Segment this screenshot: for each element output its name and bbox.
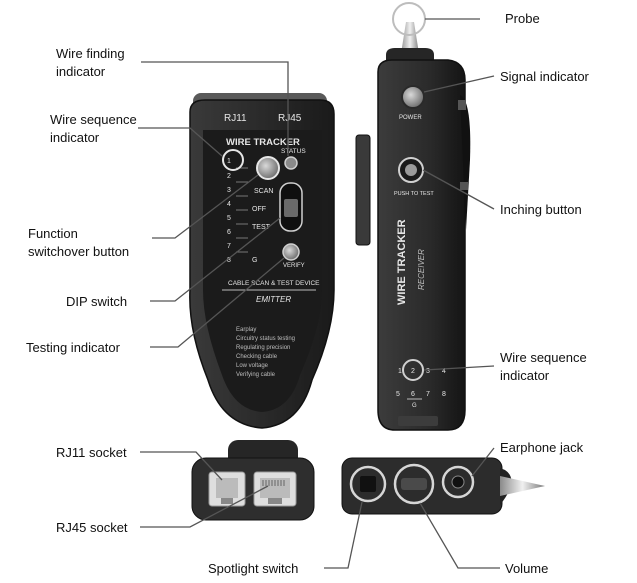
receiver-power-label: POWER <box>399 115 422 121</box>
receiver-body <box>377 59 466 431</box>
receiver-number-7: 7 <box>426 391 430 398</box>
label-dip-switch: DIP switch <box>66 294 127 309</box>
wire-finding-led <box>284 156 298 170</box>
emitter-scan-label: SCAN <box>254 188 273 195</box>
leader-lines <box>138 18 500 569</box>
emitter-number-7: 7 <box>227 243 231 250</box>
emitter-function-5: Low voltage <box>236 363 269 369</box>
label-inching-button: Inching button <box>500 202 582 217</box>
testing-led <box>282 243 300 261</box>
label-probe: Probe <box>505 11 540 26</box>
emitter-verify-label: VERIFY <box>283 263 305 269</box>
emitter-led-column: 1 2 3 4 5 6 7 8 G <box>227 158 257 264</box>
emitter-g-label: G <box>252 257 257 264</box>
label-function-switchover-1: Function <box>28 226 78 241</box>
label-wire-finding-2: indicator <box>56 64 106 79</box>
emitter-function-1: Earplay <box>236 327 256 333</box>
receiver-side-ridge <box>460 95 471 230</box>
earphone-jack[interactable] <box>441 465 475 499</box>
receiver-wire-sequence-ring <box>402 359 424 381</box>
volume-control[interactable] <box>393 463 435 505</box>
emitter-number-3: 3 <box>227 187 231 194</box>
label-wire-sequence-left-1: Wire sequence <box>50 112 137 127</box>
label-wire-sequence-right-2: indicator <box>500 368 550 383</box>
receiver-number-5: 5 <box>396 391 400 398</box>
label-rj45-socket: RJ45 socket <box>56 520 128 535</box>
function-switchover-button[interactable] <box>256 156 280 180</box>
label-earphone-jack: Earphone jack <box>500 440 584 455</box>
emitter-title: WIRE TRACKER <box>226 137 300 148</box>
receiver-push-label: PUSH TO TEST <box>394 191 434 197</box>
label-rj11-socket: RJ11 socket <box>56 445 127 460</box>
label-wire-sequence-left-2: indicator <box>50 130 100 145</box>
signal-indicator-led <box>401 85 425 109</box>
receiver-number-6: 6 <box>411 391 415 398</box>
receiver-side-clip <box>355 134 371 246</box>
emitter-name-label: EMITTER <box>256 295 291 304</box>
label-wire-sequence-right-1: Wire sequence <box>500 350 587 365</box>
receiver-title: WIRE TRACKER <box>396 219 408 305</box>
emitter-cable-label: CABLE SCAN & TEST DEVICE <box>228 280 320 287</box>
receiver-subtitle: RECEIVER <box>417 249 426 290</box>
emitter-number-8: 8 <box>227 257 231 264</box>
socket-end-view <box>191 440 315 521</box>
emitter-device: RJ11 RJ45 WIRE TRACKER 1 2 3 4 5 6 7 8 G <box>189 93 335 429</box>
receiver-number-2: 2 <box>411 368 415 375</box>
emitter-number-5: 5 <box>227 215 231 222</box>
label-function-switchover-2: switchover button <box>28 244 129 259</box>
emitter-wire-sequence-ring <box>222 149 244 171</box>
dip-switch-slider[interactable] <box>284 199 298 217</box>
emitter-number-2: 2 <box>227 173 231 180</box>
emitter-function-6: Verifying cable <box>236 372 276 378</box>
emitter-number-6: 6 <box>227 229 231 236</box>
receiver-number-1: 1 <box>398 368 402 375</box>
emitter-test-label: TEST <box>252 224 271 231</box>
label-testing-indicator: Testing indicator <box>26 340 121 355</box>
emitter-number-4: 4 <box>227 201 231 208</box>
emitter-off-label: OFF <box>252 206 266 213</box>
receiver-number-8: 8 <box>442 391 446 398</box>
emitter-function-2: Circuitry status testing <box>236 336 295 342</box>
callout-labels: Probe Signal indicator Inching button Wi… <box>26 11 590 576</box>
receiver-side-probe <box>500 476 545 496</box>
emitter-function-3: Regulating precision <box>236 345 290 351</box>
receiver-number-3: 3 <box>426 368 430 375</box>
emitter-function-4: Checking cable <box>236 354 278 360</box>
emitter-status-label: STATUS <box>281 148 306 155</box>
label-spotlight-switch: Spotlight switch <box>208 561 298 576</box>
label-wire-finding-1: Wire finding <box>56 46 125 61</box>
emitter-port-rj11-label: RJ11 <box>224 113 247 124</box>
receiver-number-4: 4 <box>442 368 446 375</box>
label-signal-indicator: Signal indicator <box>500 69 590 84</box>
receiver-side-view <box>341 457 545 515</box>
emitter-port-rj45-label: RJ45 <box>278 113 302 124</box>
spotlight-switch[interactable] <box>349 465 387 503</box>
label-volume: Volume <box>505 561 548 576</box>
receiver-device: POWER PUSH TO TEST WIRE TRACKER RECEIVER… <box>355 2 471 431</box>
receiver-g-label: G <box>412 403 417 409</box>
emitter-number-1: 1 <box>227 158 231 165</box>
